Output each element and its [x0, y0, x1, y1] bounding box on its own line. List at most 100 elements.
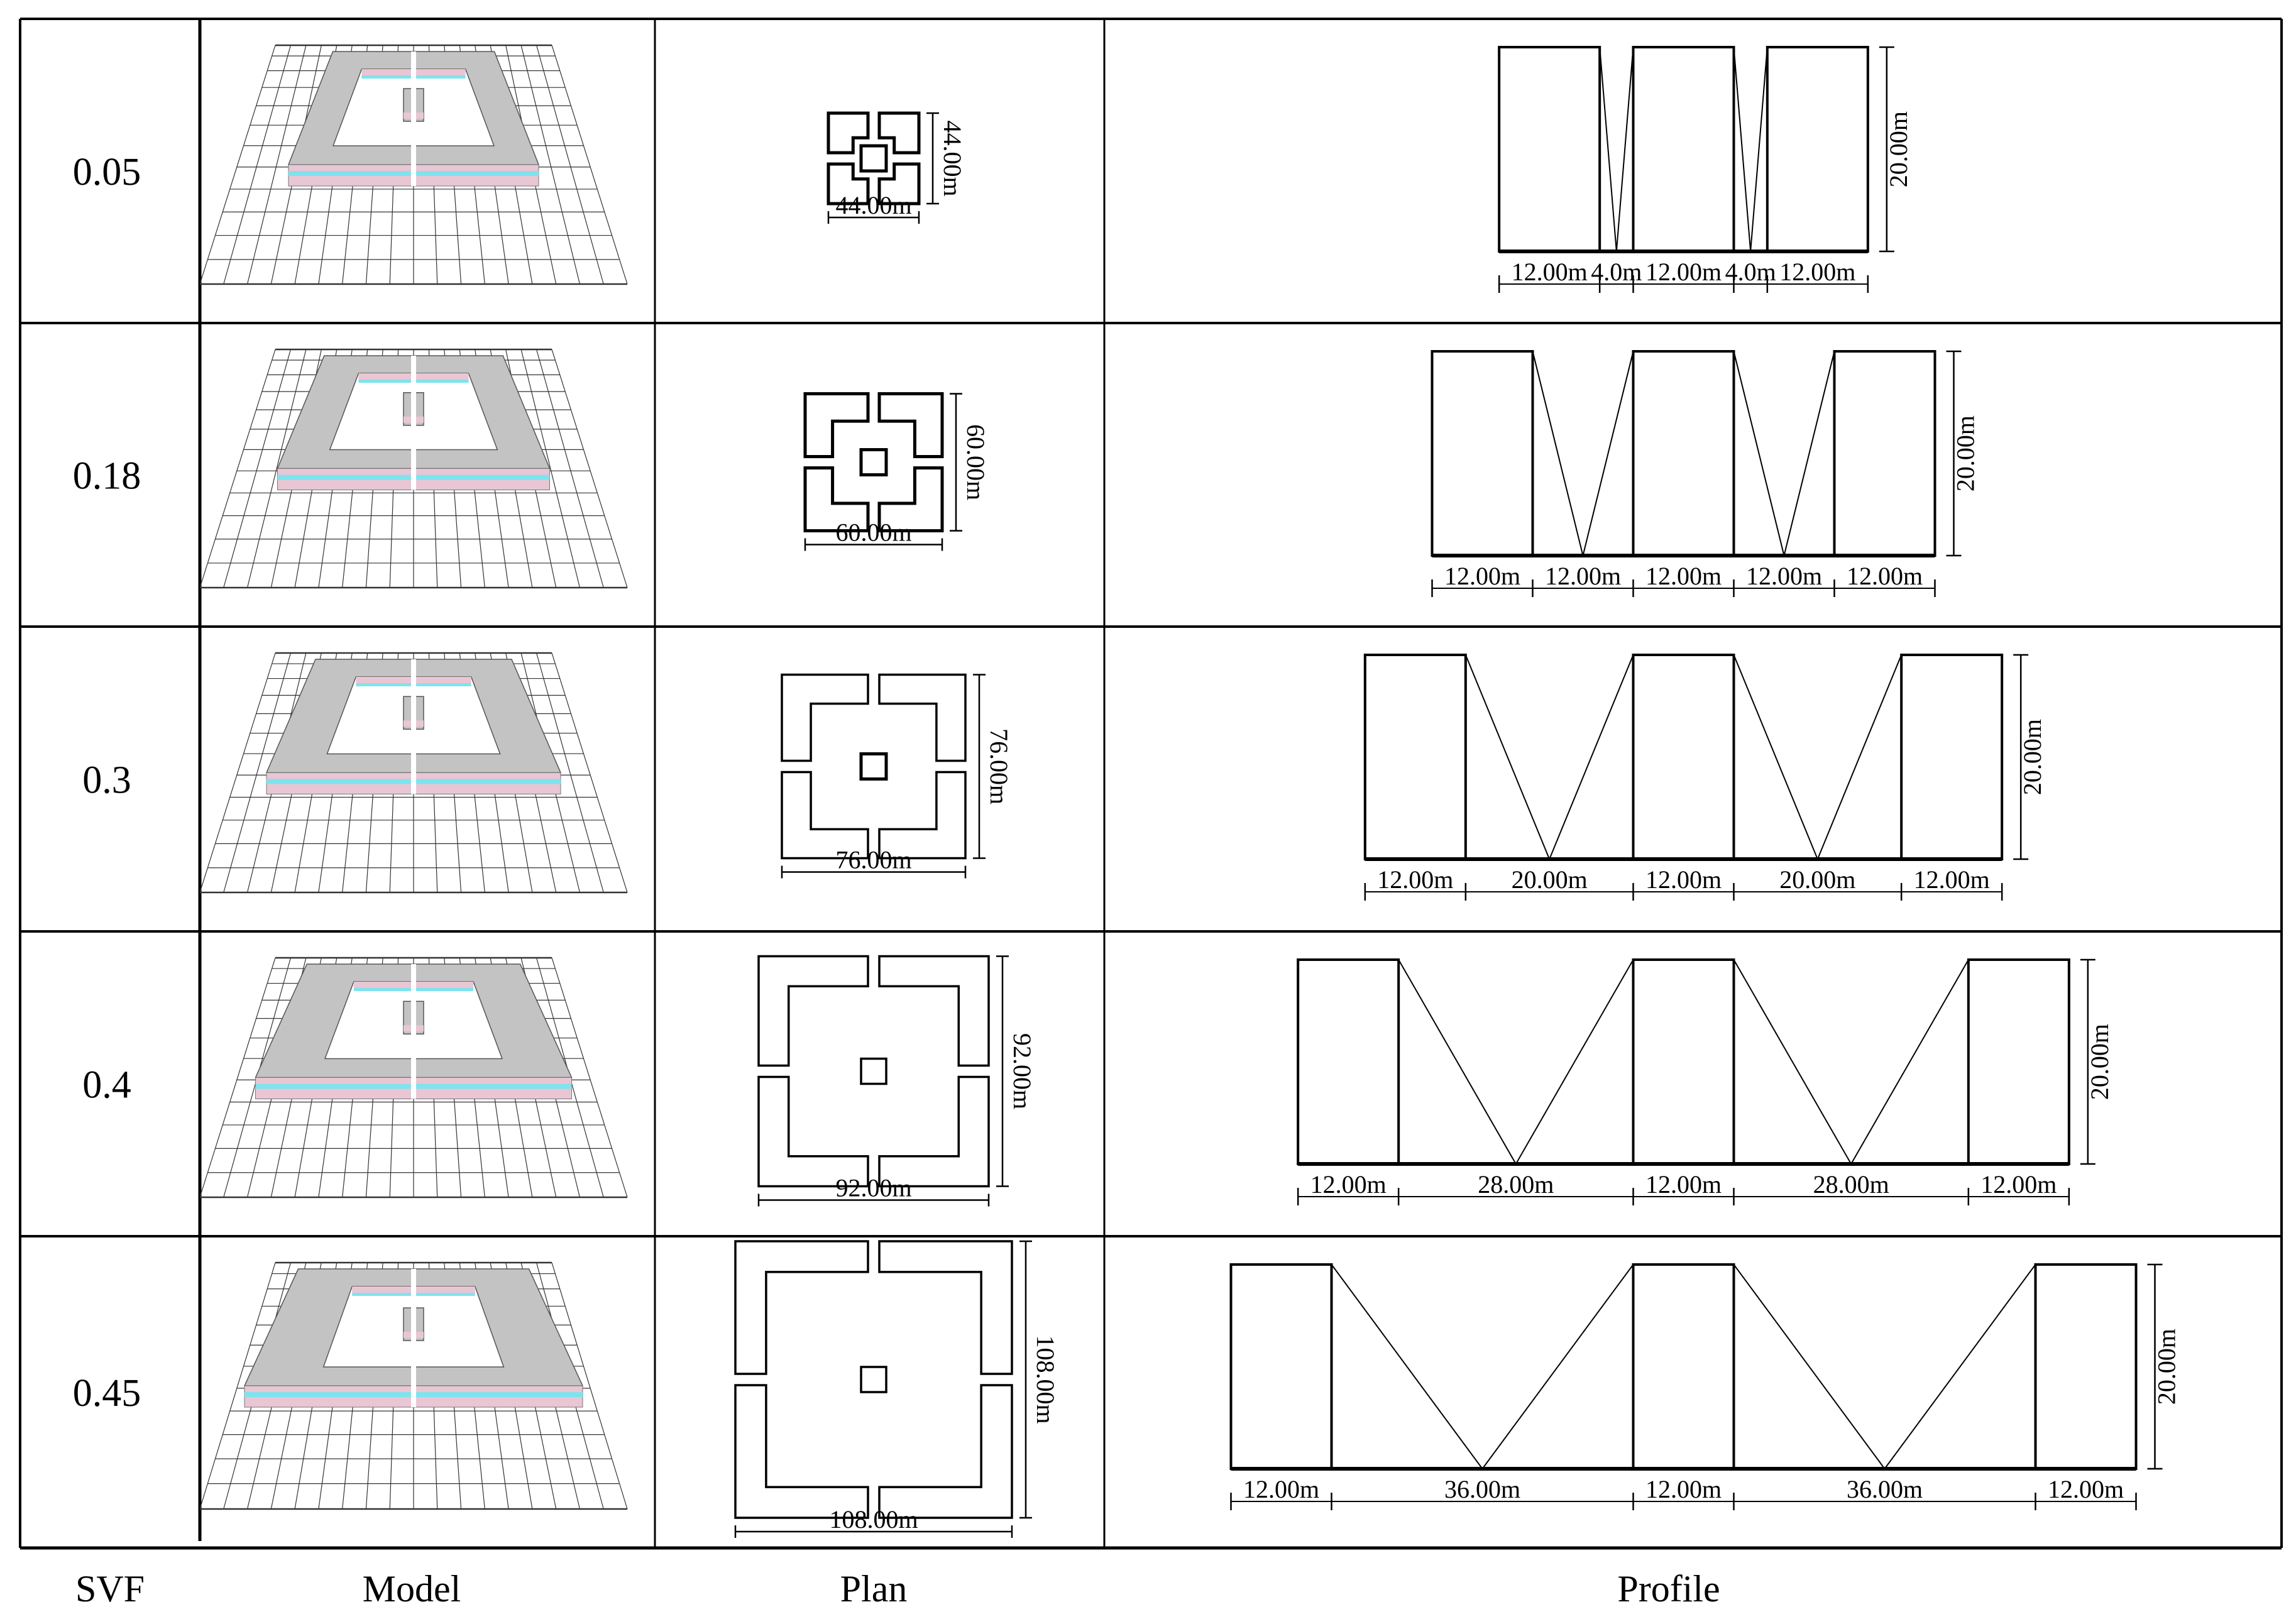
profile-height-label: 20.00m [1952, 415, 1980, 491]
sky-view-ray [1884, 1264, 2036, 1469]
sky-view-ray [1733, 1264, 1886, 1469]
sky-view-ray [1464, 654, 1551, 860]
sky-view-ray [1398, 959, 1517, 1165]
profile-building-2 [1632, 654, 1735, 860]
plan-corner-block-4 [877, 466, 944, 532]
plan-central-square [859, 752, 888, 781]
sky-view-ray [1733, 351, 1785, 556]
profile-building-1 [1363, 654, 1467, 860]
plan-depth-label: 92.00m [1008, 1033, 1036, 1109]
model-3d-view [199, 1261, 628, 1510]
sky-view-ray [1816, 654, 1903, 860]
plan-width-label: 44.00m [835, 191, 911, 219]
profile-height-dimension [2080, 958, 2096, 1165]
grid-line [551, 957, 628, 1198]
svf-value: 0.05 [73, 151, 141, 194]
grid-line [199, 45, 276, 285]
passage-gap [411, 356, 416, 490]
profile-building-3 [1766, 46, 1869, 253]
grid-line [246, 45, 307, 285]
sky-view-ray [1783, 351, 1835, 556]
plan-width-dimension [781, 865, 967, 879]
profile-building-width-label-1: 12.00m [1512, 258, 1588, 286]
sky-view-ray [1331, 1264, 1483, 1469]
model-3d-view [199, 652, 628, 894]
profile-gap-width-label-2: 12.00m [1545, 562, 1621, 590]
grid-line [536, 652, 604, 893]
table-grid [19, 18, 2283, 1550]
courtyard-buildings [277, 355, 551, 490]
grid-line [551, 1262, 628, 1510]
plan-depth-label: 76.00m [985, 728, 1013, 804]
profile-building-width-label-1: 12.00m [1444, 562, 1520, 590]
sky-view-ray [1850, 959, 1969, 1165]
plan-depth-dimension [996, 955, 1009, 1187]
profile-building-2 [1632, 350, 1735, 557]
plan-corner-block-2 [878, 1240, 1013, 1375]
profile-height-label: 20.00m [2085, 1024, 2114, 1100]
plan-corner-block-3 [803, 466, 870, 532]
plan-corner-block-1 [757, 955, 869, 1067]
courtyard-buildings [243, 1268, 584, 1408]
profile-gap-width-label-4: 4.0m [1725, 258, 1776, 286]
grid-line [536, 349, 604, 588]
plan-central-square [859, 144, 888, 173]
profile-building-3 [2034, 1263, 2138, 1470]
passage-gap [411, 964, 416, 1099]
profile-building-width-label-3: 12.00m [1645, 562, 1722, 590]
profile-building-width-label-5: 12.00m [1779, 258, 1855, 286]
plan-corner-block-2 [877, 111, 921, 155]
svf-value: 0.4 [82, 1064, 131, 1107]
grid-line [223, 652, 292, 893]
plan-corner-block-3 [827, 162, 870, 206]
plan-width-label: 60.00m [835, 518, 911, 547]
column-footer: SVF Model Plan Profile [75, 1568, 1720, 1610]
plan-width-dimension [757, 1193, 990, 1207]
profile-building-width-label-5: 12.00m [1847, 562, 1923, 590]
plan-drawing: 92.00m 92.00m [757, 955, 1036, 1207]
profile-building-1 [1431, 350, 1534, 557]
profile-building-width-label-5: 12.00m [1914, 865, 1990, 894]
plan-corner-block-2 [878, 955, 990, 1067]
plan-width-label: 108.00m [829, 1505, 918, 1533]
plan-width-dimension [804, 538, 943, 551]
grid-line [246, 349, 307, 588]
passage-gap [411, 52, 416, 186]
passage-gap [411, 659, 416, 794]
plan-width-label: 76.00m [835, 846, 911, 874]
profile-building-3 [1967, 958, 2070, 1165]
footer-svf-label: SVF [75, 1568, 145, 1610]
grid-line [199, 957, 276, 1198]
plan-corner-block-3 [781, 771, 869, 860]
grid-line [199, 652, 276, 893]
grid-line [223, 45, 292, 285]
plan-depth-label: 60.00m [962, 424, 990, 500]
grid-line [520, 349, 581, 588]
profile-height-label: 20.00m [2018, 719, 2046, 795]
plan-corner-block-1 [781, 673, 869, 762]
model-3d-view [199, 348, 628, 589]
plan-corner-block-2 [877, 392, 944, 458]
sky-view-ray [1733, 654, 1818, 860]
plan-depth-label: 44.00m [938, 120, 967, 196]
plan-width-dimension [734, 1525, 1013, 1538]
sky-view-ray [1582, 351, 1634, 556]
profile-building-width-label-3: 12.00m [1645, 1170, 1722, 1199]
profile-height-dimension [1946, 350, 1962, 557]
grid-line [551, 45, 628, 285]
profile-building-2 [1632, 958, 1735, 1165]
plan-central-square [859, 448, 888, 476]
plan-corner-block-4 [877, 162, 921, 206]
plan-width-label: 92.00m [835, 1174, 911, 1202]
profile-building-3 [1833, 350, 1936, 557]
